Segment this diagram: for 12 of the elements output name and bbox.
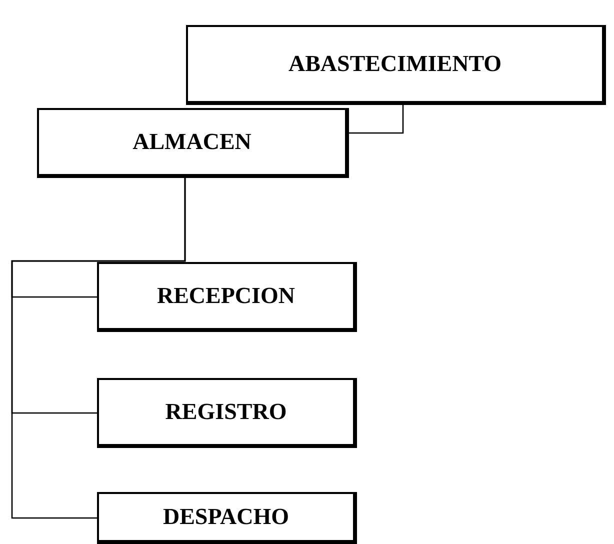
org-box: [97, 262, 357, 332]
org-box: [186, 25, 606, 105]
box-label: DESPACHO: [162, 504, 290, 530]
box-label: ABASTECIMIENTO: [288, 51, 502, 77]
org-box: [97, 378, 357, 448]
org-box: [97, 492, 357, 544]
connector-line: [349, 105, 404, 134]
box-label: RECEPCION: [156, 283, 295, 309]
org-box: [37, 108, 349, 178]
box-label: ALMACEN: [132, 129, 252, 155]
connector-line: [11, 178, 186, 519]
box-label: REGISTRO: [165, 399, 287, 425]
